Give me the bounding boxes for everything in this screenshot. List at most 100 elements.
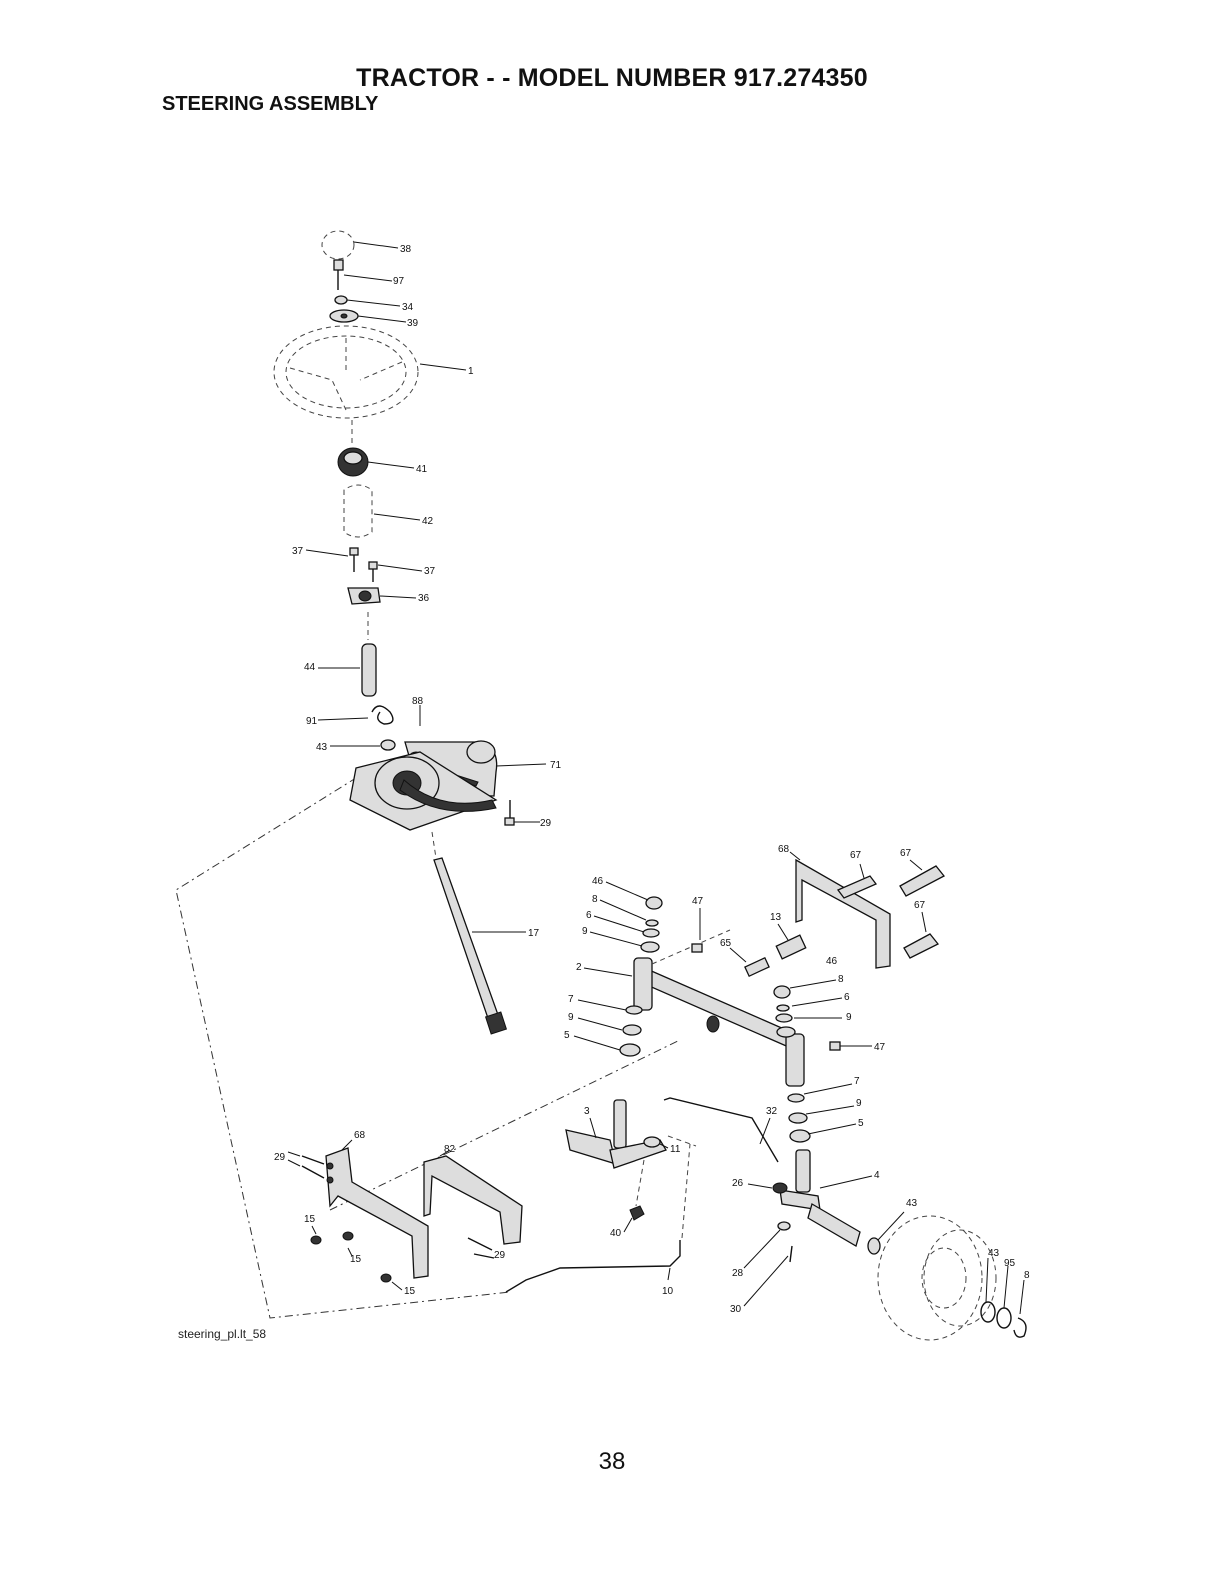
callout-label: 46 xyxy=(592,876,604,887)
callout-label: 29 xyxy=(494,1250,506,1261)
callout-label: 42 xyxy=(422,516,434,527)
lock-washer-part xyxy=(334,295,401,307)
callout-label: 9 xyxy=(856,1098,862,1109)
callout-label: 9 xyxy=(846,1012,852,1023)
tie-rod-part xyxy=(663,1097,779,1163)
callout-label: 47 xyxy=(874,1042,886,1053)
lower-mounting-bracket-part xyxy=(287,1139,429,1291)
callout-label: 15 xyxy=(350,1254,362,1265)
screw-part-left xyxy=(305,547,359,572)
washer-part-upper xyxy=(330,739,396,751)
callout-label: 36 xyxy=(418,593,430,604)
callout-label: 68 xyxy=(778,844,790,855)
callout-label: 67 xyxy=(914,900,926,911)
callout-label: 26 xyxy=(732,1178,744,1189)
callout-label: 9 xyxy=(582,926,588,937)
hex-nut-part xyxy=(623,1159,645,1233)
callout-label: 68 xyxy=(354,1130,366,1141)
diagram-reference-code: steering_pl.lt_58 xyxy=(178,1327,267,1341)
callout-label: 39 xyxy=(407,318,419,329)
callout-label: 43 xyxy=(316,742,328,753)
callout-label: 37 xyxy=(292,546,304,557)
hair-pin-clip-part xyxy=(317,705,394,725)
page-title: TRACTOR - - MODEL NUMBER 917.274350 xyxy=(356,64,868,92)
bolt-and-washer-parts xyxy=(743,1221,793,1307)
screw-part-right xyxy=(368,561,423,582)
callout-label: 43 xyxy=(906,1198,918,1209)
callout-label: 7 xyxy=(854,1076,860,1087)
callout-label: 8 xyxy=(592,894,598,905)
callout-label: 10 xyxy=(662,1286,674,1297)
callout-label: 8 xyxy=(1024,1270,1030,1281)
steering-cap-part xyxy=(321,230,399,260)
callout-label: 4 xyxy=(874,1170,880,1181)
front-axle-part xyxy=(583,929,805,1087)
callout-label: 44 xyxy=(304,662,316,673)
callout-label: 38 xyxy=(400,244,412,255)
support-bracket-part xyxy=(423,1149,523,1259)
callout-label: 17 xyxy=(528,928,540,939)
callout-label: 95 xyxy=(1004,1258,1016,1269)
callout-label: 97 xyxy=(393,276,405,287)
callout-label: 32 xyxy=(766,1106,778,1117)
callout-label: 65 xyxy=(720,938,732,949)
callout-label: 5 xyxy=(564,1030,570,1041)
callout-label: 9 xyxy=(568,1012,574,1023)
left-spindle-part xyxy=(565,1099,669,1169)
front-wheel-part xyxy=(877,1215,997,1341)
callout-label: 29 xyxy=(540,818,552,829)
callout-label: 88 xyxy=(412,696,424,707)
callout-label: 41 xyxy=(416,464,428,475)
column-bracket-part xyxy=(347,587,417,605)
callout-label: 67 xyxy=(900,848,912,859)
wheel-washers-parts xyxy=(980,1257,1027,1338)
callout-label: 6 xyxy=(586,910,592,921)
callout-label: 34 xyxy=(402,302,414,313)
callout-label: 7 xyxy=(568,994,574,1005)
callout-label: 91 xyxy=(306,716,318,727)
bolt-part-gearbox xyxy=(504,800,540,826)
nut-part-right xyxy=(747,1182,788,1194)
assembly-centerline xyxy=(329,1039,681,1211)
callout-label: 30 xyxy=(730,1304,742,1315)
callout-label: 15 xyxy=(304,1214,316,1225)
callout-label: 82 xyxy=(444,1144,456,1155)
washer-stack-left xyxy=(573,881,663,1057)
axle-support-bracket-part xyxy=(789,851,945,969)
callout-label: 67 xyxy=(850,850,862,861)
washer-part-wheel xyxy=(867,1211,905,1255)
callout-label: 37 xyxy=(424,566,436,577)
callout-label: 13 xyxy=(770,912,782,923)
steering-wheel-part xyxy=(273,325,467,419)
callout-label: 15 xyxy=(404,1286,416,1297)
callout-label: 2 xyxy=(576,962,582,973)
callout-label: 47 xyxy=(692,896,704,907)
callout-label: 46 xyxy=(826,956,838,967)
washer-stack-right xyxy=(773,979,857,1143)
bolt-part xyxy=(333,259,393,290)
assembly-boundary-line xyxy=(175,767,511,1319)
callout-labels: 38 97 34 39 1 41 42 37 37 36 44 88 91 43… xyxy=(274,244,1030,1315)
callout-label: 8 xyxy=(838,974,844,985)
grease-fitting-parts xyxy=(691,908,872,1051)
callout-label: 29 xyxy=(274,1152,286,1163)
steering-adapter-part xyxy=(337,420,415,477)
section-title: STEERING ASSEMBLY xyxy=(162,93,379,115)
steering-shaft-part xyxy=(431,831,526,1035)
bushing-part xyxy=(343,484,421,538)
callout-label: 40 xyxy=(610,1228,622,1239)
steering-gearbox-base-part xyxy=(349,751,498,831)
callout-label: 5 xyxy=(858,1118,864,1129)
callout-label: 43 xyxy=(988,1248,1000,1259)
steering-shaft-tube-part xyxy=(318,612,377,697)
right-spindle-part xyxy=(779,1149,873,1247)
flat-washer-part xyxy=(329,309,407,323)
callout-label: 3 xyxy=(584,1106,590,1117)
callout-label: 28 xyxy=(732,1268,744,1279)
callout-label: 6 xyxy=(844,992,850,1003)
callout-label: 11 xyxy=(670,1144,681,1155)
drag-link-part xyxy=(505,1143,691,1293)
callout-label: 1 xyxy=(468,366,474,377)
spacer-parts xyxy=(729,923,807,978)
